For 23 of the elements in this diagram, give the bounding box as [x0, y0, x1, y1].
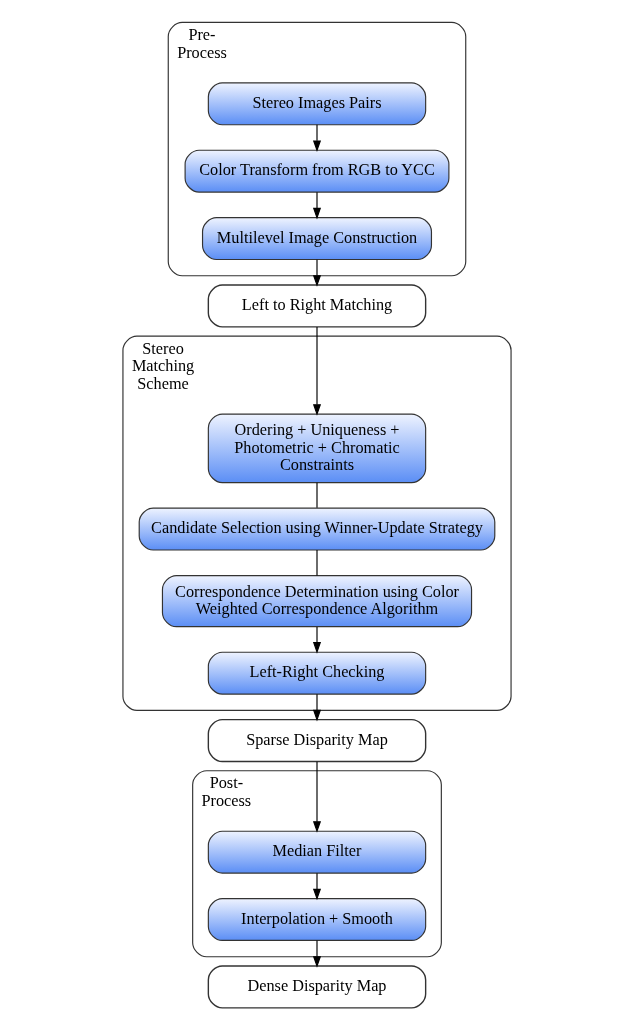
node-box: Median Filter [207, 830, 427, 874]
node-box: Stereo Images Pairs [207, 82, 427, 126]
arrow [312, 326, 322, 416]
arrow [312, 761, 322, 833]
arrow [312, 626, 322, 654]
node-box: Sparse Disparity Map [207, 718, 427, 763]
node-box: Multilevel Image Construction [201, 217, 433, 261]
arrow [312, 124, 322, 153]
arrow [312, 872, 322, 901]
connector [316, 549, 318, 576]
node-box: Color Transform from RGB to YCC [184, 149, 450, 193]
arrow [312, 693, 322, 722]
arrow [312, 191, 322, 220]
arrow [312, 259, 322, 287]
node-box: Left-Right Checking [207, 651, 427, 695]
arrow [312, 940, 322, 968]
node-box: Dense Disparity Map [207, 965, 427, 1009]
node-box: Candidate Selection using Winner-Update Strategy [138, 507, 496, 551]
node-box: Correspondence Determination using Color Weighted Correspondence Algorithm [161, 575, 473, 628]
node-box: Left to Right Matching [207, 284, 427, 328]
connector [316, 482, 318, 509]
node-box: Interpolation + Smooth [207, 898, 427, 942]
node-box: Ordering + Uniqueness + Photometric + Chromatic Constraints [207, 413, 427, 484]
